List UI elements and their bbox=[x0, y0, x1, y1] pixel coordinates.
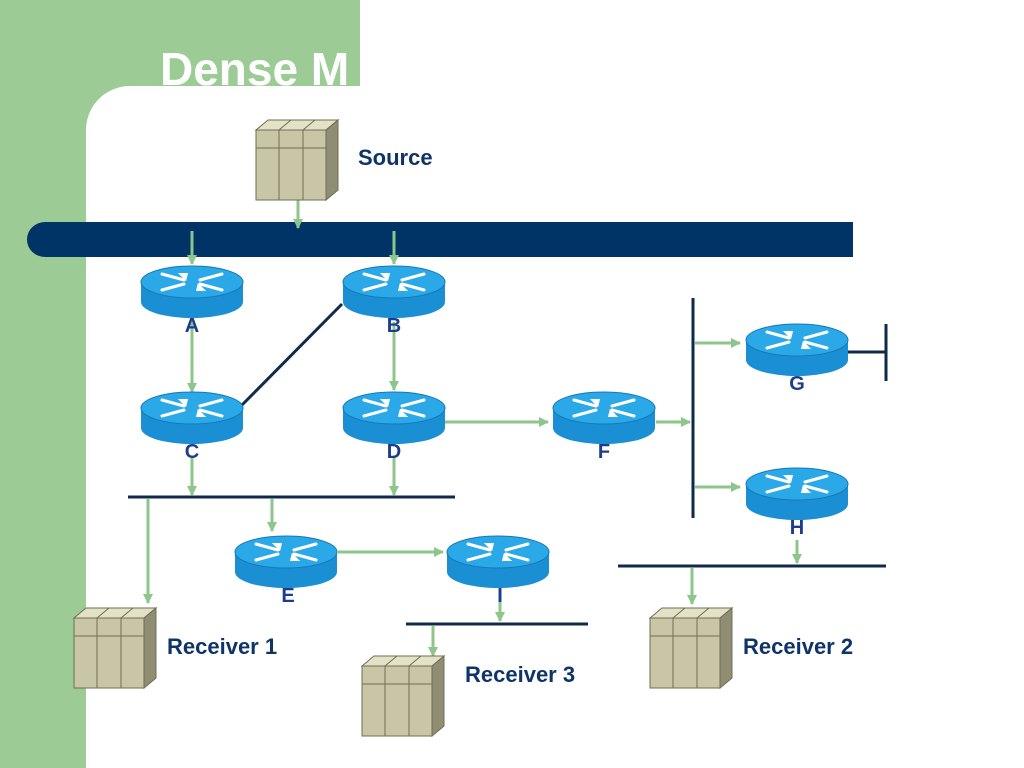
router-b-label: B bbox=[387, 315, 401, 337]
router-c-label: C bbox=[185, 441, 199, 463]
router-a-label: A bbox=[185, 315, 199, 337]
receiver1-label: Receiver 1 bbox=[167, 634, 277, 659]
router-c-icon[interactable] bbox=[139, 390, 245, 446]
router-g-label: G bbox=[789, 373, 805, 395]
source-host-icon[interactable] bbox=[255, 119, 339, 201]
router-d-icon[interactable] bbox=[341, 390, 447, 446]
router-a-icon[interactable] bbox=[139, 264, 245, 320]
router-d-label: D bbox=[387, 441, 401, 463]
receiver3-host-icon[interactable] bbox=[361, 655, 445, 737]
title-clip: Dense M bbox=[0, 0, 360, 86]
router-h-label: H bbox=[790, 517, 804, 539]
router-g-icon[interactable] bbox=[744, 322, 850, 378]
router-f-label: F bbox=[598, 441, 610, 463]
router-i-icon[interactable] bbox=[445, 534, 551, 590]
slide-title: Dense M bbox=[160, 43, 350, 86]
backbone-segment bbox=[27, 222, 853, 257]
router-e-icon[interactable] bbox=[233, 534, 339, 590]
receiver2-label: Receiver 2 bbox=[743, 634, 853, 659]
receiver2-host-icon[interactable] bbox=[649, 607, 733, 689]
router-e-label: E bbox=[281, 585, 294, 607]
link-c-b bbox=[240, 302, 344, 407]
router-h-icon[interactable] bbox=[744, 466, 850, 522]
receiver1-host-icon[interactable] bbox=[73, 607, 157, 689]
router-i-label: I bbox=[497, 585, 503, 607]
source-label: Source bbox=[358, 145, 433, 170]
router-f-icon[interactable] bbox=[551, 390, 657, 446]
router-b-icon[interactable] bbox=[341, 264, 447, 320]
receiver3-label: Receiver 3 bbox=[465, 662, 575, 687]
